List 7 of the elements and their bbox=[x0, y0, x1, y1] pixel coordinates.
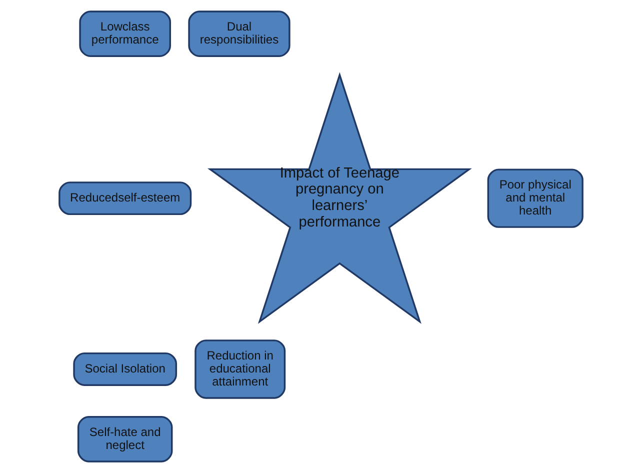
node-box: Social Isolation bbox=[72, 352, 177, 386]
node-box: Lowclass performance bbox=[78, 10, 171, 58]
node-box: Dual responsibilities bbox=[188, 10, 290, 58]
node-box: Reducedself-esteem bbox=[58, 182, 192, 216]
node-box: Poor physical and mental health bbox=[486, 168, 583, 228]
node-box: Reduction in educational attainment bbox=[194, 340, 286, 399]
node-box: Self-hate and neglect bbox=[76, 416, 172, 462]
